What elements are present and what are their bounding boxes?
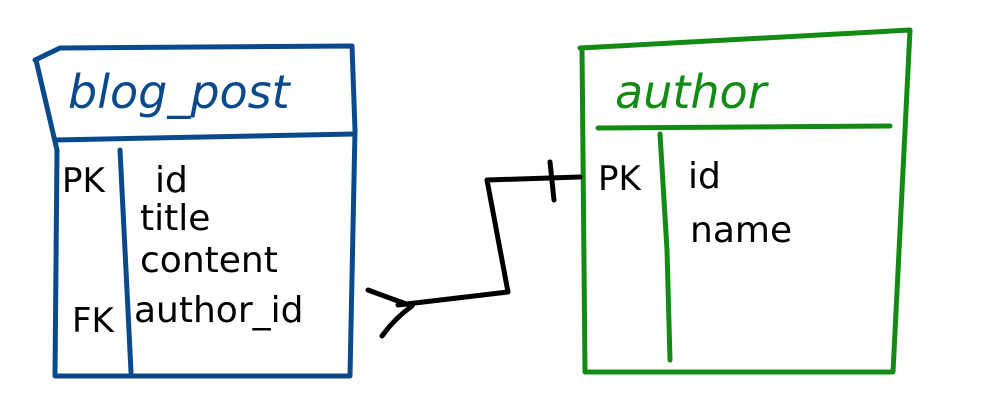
relationship-line — [395, 174, 583, 308]
blog-post-field-content: content — [140, 240, 278, 281]
author-title: author — [615, 65, 770, 119]
blog-post-field-title: title — [140, 198, 210, 239]
author-field-name: name — [690, 210, 792, 251]
blog-post-column-divider — [117, 147, 134, 375]
relationship-connector — [365, 159, 583, 339]
one-bar-icon — [547, 159, 557, 203]
table-author: author PK id name — [577, 27, 913, 375]
author-outline — [577, 27, 913, 375]
blog-post-title: blog_post — [68, 65, 292, 119]
blog-post-field-id: id — [155, 160, 188, 201]
blog-post-header-divider — [52, 131, 357, 143]
blog-post-fk-label: FK — [72, 301, 116, 341]
author-field-id: id — [688, 156, 721, 197]
blog-post-outline — [32, 43, 358, 379]
author-pk-label: PK — [598, 159, 643, 199]
author-column-divider — [657, 131, 673, 363]
blog-post-pk-label: PK — [62, 161, 107, 201]
crows-foot-many-icon — [365, 287, 415, 339]
table-blog-post: blog_post PK FK id title content author_… — [32, 43, 358, 379]
blog-post-field-author-id: author_id — [134, 290, 304, 331]
author-header-divider — [595, 123, 893, 131]
